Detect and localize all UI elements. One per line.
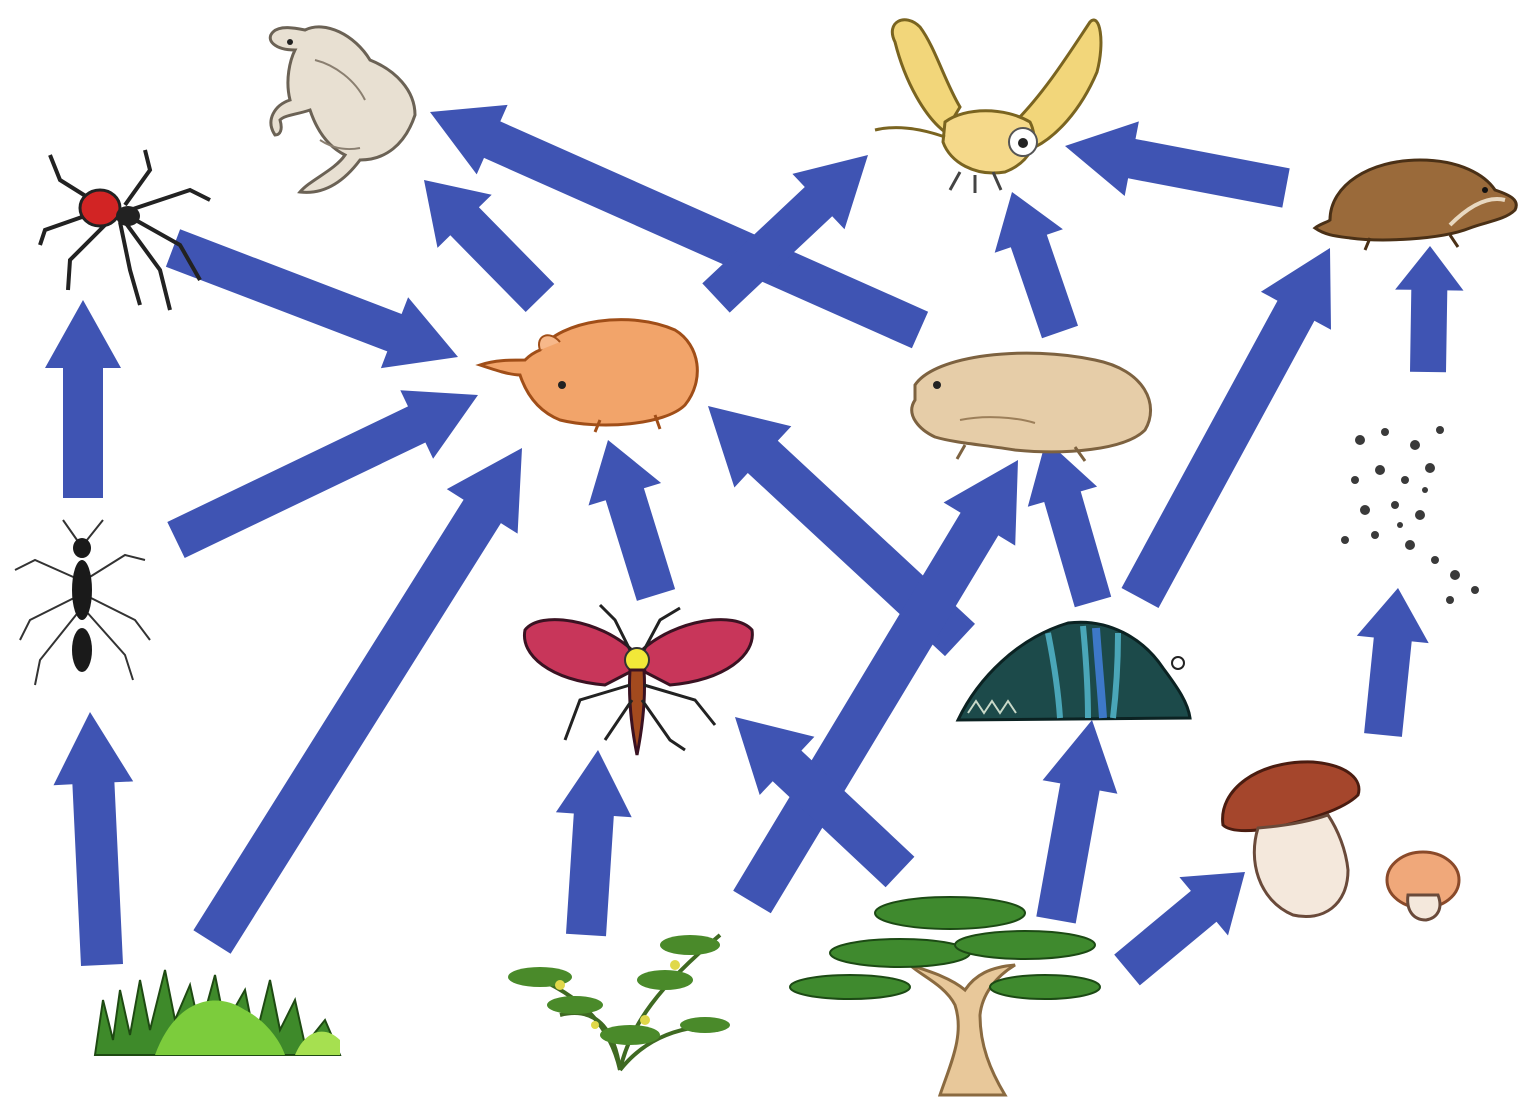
arrow-caterpillar-to-vole [1028, 440, 1111, 607]
arrow-grass-to-ant [54, 712, 134, 966]
arrow-spider-to-mouse [166, 229, 458, 368]
arrow-tree-to-caterpillar [1036, 720, 1117, 924]
tree-icon [790, 897, 1100, 1095]
shrub-icon [508, 935, 730, 1070]
arrow-shrub-to-moth [556, 750, 632, 936]
arrow-moth-to-mouse [589, 440, 676, 601]
arrow-mushrooms-to-decomposers [1357, 588, 1429, 737]
arrow-shrew-to-owl [1065, 121, 1290, 207]
mushrooms-icon [1223, 762, 1459, 920]
spider-icon [40, 150, 210, 310]
mouse-icon [480, 320, 697, 432]
arrow-ant-to-mouse [167, 390, 478, 558]
decomposers-icon [1341, 426, 1479, 604]
arrow-caterpillar-to-shrew [1122, 248, 1332, 608]
ant-icon [15, 520, 150, 685]
arrow-mouse-to-stoat [424, 180, 554, 312]
arrow-vole-to-owl [995, 192, 1078, 338]
stoat-icon [270, 27, 415, 193]
shrew-icon [1315, 160, 1516, 250]
owl-icon [875, 20, 1101, 193]
caterpillar-icon [958, 622, 1190, 720]
arrow-ant-to-spider [45, 300, 121, 498]
vole-icon [912, 353, 1151, 461]
arrows-layer [45, 105, 1464, 986]
arrow-tree-to-mushrooms [1114, 872, 1245, 985]
arrow-vole-to-stoat [430, 105, 928, 348]
grass-icon [95, 970, 340, 1055]
arrow-decomposers-to-shrew [1395, 246, 1463, 372]
moth-icon [524, 605, 752, 755]
